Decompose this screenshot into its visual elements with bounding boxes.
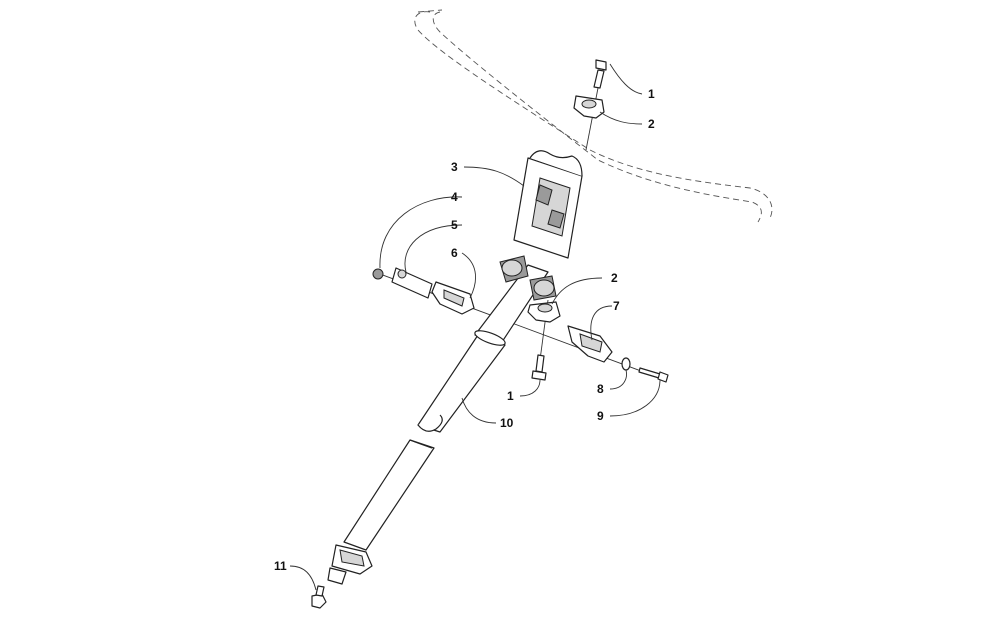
callout-9: 9 bbox=[597, 409, 604, 423]
clamp-cap-top bbox=[573, 95, 605, 119]
callout-3: 3 bbox=[451, 160, 458, 174]
callout-10: 10 bbox=[500, 416, 514, 430]
long-bolt bbox=[638, 367, 669, 383]
clamp-cap-lower bbox=[527, 301, 561, 323]
clamp-half-left bbox=[431, 281, 475, 315]
handlebar-phantom-outline bbox=[414, 9, 773, 223]
post-upper-spindles bbox=[499, 255, 557, 301]
nut-bottom bbox=[311, 585, 327, 609]
callout-1-lower: 1 bbox=[507, 389, 514, 403]
nut-left bbox=[372, 268, 384, 280]
callout-2-lower: 2 bbox=[611, 271, 618, 285]
bolt-top bbox=[593, 59, 607, 89]
riser-block bbox=[513, 150, 583, 259]
callout-numbers: 1 2 3 4 5 6 2 7 1 8 9 10 11 bbox=[274, 87, 655, 573]
clamp-half-right bbox=[567, 325, 613, 363]
callout-5: 5 bbox=[451, 218, 458, 232]
bolt-lower bbox=[531, 354, 547, 381]
callout-2-top: 2 bbox=[648, 117, 655, 131]
callout-4: 4 bbox=[451, 190, 458, 204]
bracket-left bbox=[391, 267, 433, 299]
callout-6: 6 bbox=[451, 246, 458, 260]
leader-lines bbox=[289, 63, 661, 591]
callout-11: 11 bbox=[274, 559, 287, 573]
washer bbox=[621, 357, 631, 371]
callout-1-top: 1 bbox=[648, 87, 655, 101]
steering-post bbox=[327, 264, 549, 585]
callout-7: 7 bbox=[613, 299, 620, 313]
callout-8: 8 bbox=[597, 382, 604, 396]
